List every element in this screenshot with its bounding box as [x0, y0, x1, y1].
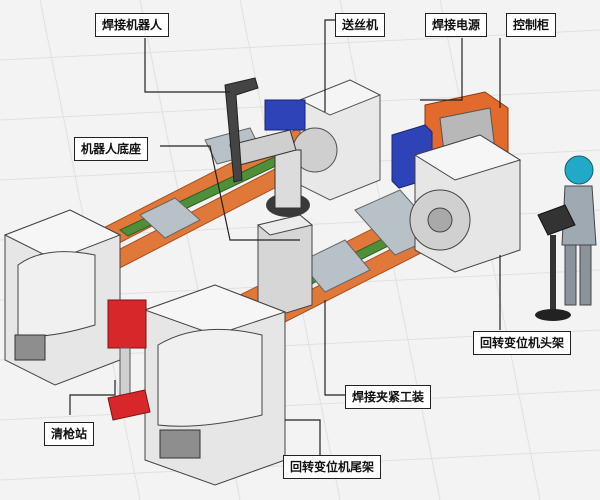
label-gun-cleaning-station: 清枪站 [44, 422, 95, 446]
upper-positioner [292, 79, 382, 201]
label-wire-feeder: 送丝机 [335, 13, 386, 37]
leader-lines [69, 19, 501, 466]
label-head-positioner: 回转变位机头架 [473, 331, 572, 355]
leader-welding-fixture [324, 300, 345, 396]
label-tail-positioner: 回转变位机尾架 [283, 455, 382, 479]
operator-figure [535, 155, 597, 321]
leader-welding-power [420, 38, 463, 101]
leader-wire-feeder [324, 19, 335, 112]
left-positioner-unit [3, 209, 122, 386]
label-welding-robot: 焊接机器人 [95, 13, 170, 37]
leader-welding-robot [144, 38, 230, 93]
label-control-cabinet: 控制柜 [506, 13, 557, 37]
head-positioner-unit [409, 134, 522, 273]
welding-robot-arm [224, 77, 310, 217]
label-robot-base: 机器人底座 [74, 137, 149, 161]
front-tail-positioner-unit [143, 284, 287, 486]
gun-cleaning-station-unit [107, 299, 151, 421]
robot-pedestal [256, 214, 314, 319]
label-welding-fixture: 焊接夹紧工装 [345, 385, 432, 409]
leader-gun-cleaning [69, 380, 116, 415]
label-welding-power: 焊接电源 [425, 13, 488, 37]
leader-robot-base [160, 145, 300, 241]
